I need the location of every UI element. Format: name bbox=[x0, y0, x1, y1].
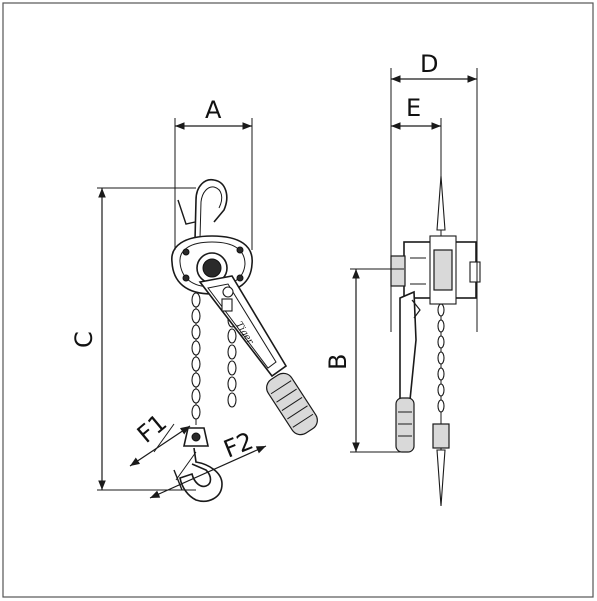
front-chain-left bbox=[191, 290, 201, 425]
label-a: A bbox=[205, 96, 222, 124]
lever-grip bbox=[266, 372, 318, 436]
label-d: D bbox=[420, 50, 438, 78]
label-b: B bbox=[324, 354, 352, 370]
label-f2: F2 bbox=[220, 427, 257, 464]
side-grip bbox=[395, 397, 415, 453]
side-hub bbox=[390, 255, 406, 287]
dimension-c: C bbox=[70, 187, 196, 491]
label-e: E bbox=[406, 94, 421, 122]
front-chain-right bbox=[227, 312, 237, 408]
label-c: C bbox=[70, 331, 98, 348]
dimension-e: E bbox=[391, 94, 442, 176]
side-lever bbox=[399, 290, 417, 401]
side-hook-block bbox=[432, 423, 450, 449]
dimension-d: D bbox=[390, 50, 478, 332]
upper-chain-guard bbox=[436, 175, 446, 231]
dimension-b: B bbox=[324, 268, 404, 453]
hook-latch bbox=[177, 199, 196, 225]
side-view bbox=[390, 175, 481, 507]
dimension-a: A bbox=[174, 96, 253, 250]
lower-chain-guard bbox=[436, 449, 446, 507]
